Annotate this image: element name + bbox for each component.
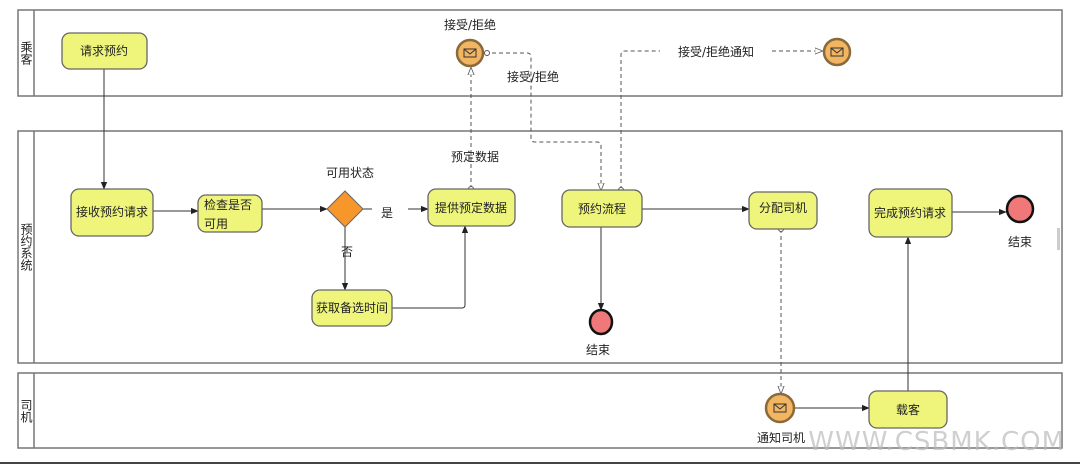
edge-label: 预定数据 — [451, 149, 499, 164]
task-label: 检查是否 — [204, 197, 252, 212]
lane-label: 预约系统 — [19, 223, 33, 271]
gateway-yes-label: 是 — [381, 206, 393, 220]
edges — [100, 50, 1007, 412]
task-label: 可用 — [204, 217, 228, 231]
watermark: WWW.CSBMK.COM — [808, 427, 1065, 457]
gateway-availability[interactable] — [326, 190, 364, 228]
task-label: 预约流程 — [578, 201, 626, 216]
task-pickup[interactable]: 载客 — [868, 390, 948, 429]
task-label: 提供预定数据 — [435, 200, 507, 215]
edge-label: 接受/拒绝 — [507, 69, 559, 84]
lane-label: 司机 — [19, 399, 33, 423]
message-event-accept-reject[interactable] — [455, 38, 485, 68]
msg-process-notice — [620, 50, 660, 190]
gateway-label: 可用状态 — [326, 166, 374, 180]
event-label: 结束 — [586, 343, 610, 357]
lane-passenger: 乘客 — [17, 9, 1063, 97]
task-label: 分配司机 — [759, 201, 807, 215]
flow-alt-provide — [392, 225, 469, 309]
task-request-booking[interactable]: 请求预约 — [61, 32, 148, 70]
message-event-notify-driver[interactable] — [764, 392, 796, 424]
task-check-availability[interactable]: 检查是否 可用 — [197, 194, 263, 233]
lane-driver: 司机 — [17, 372, 1063, 449]
msg-passenger-process — [485, 52, 601, 190]
task-label: 载客 — [896, 402, 920, 417]
task-assign-driver[interactable]: 分配司机 — [748, 191, 818, 230]
task-label: 请求预约 — [80, 43, 128, 58]
edge-label: 接受/拒绝通知 — [678, 44, 754, 59]
gateway-no-label: 否 — [341, 245, 353, 259]
task-label: 接收预约请求 — [76, 204, 148, 219]
end-event-1[interactable] — [1005, 194, 1035, 224]
lane-label: 乘客 — [19, 41, 33, 66]
event-label: 结束 — [1008, 235, 1032, 249]
task-label: 完成预约请求 — [874, 205, 946, 220]
task-provide-data[interactable]: 提供预定数据 — [427, 188, 516, 227]
task-complete-request[interactable]: 完成预约请求 — [868, 188, 953, 238]
event-label: 通知司机 — [757, 431, 805, 445]
edge-label: 接受/拒绝 — [444, 17, 496, 32]
end-event-2[interactable] — [588, 308, 614, 336]
message-event-notice[interactable] — [822, 37, 852, 67]
task-label: 获取备选时间 — [316, 301, 388, 315]
lane-booking-system: 预约系统 — [17, 130, 1063, 364]
task-alt-time[interactable]: 获取备选时间 — [311, 289, 393, 327]
scrollbar[interactable] — [1057, 228, 1060, 250]
task-receive-request[interactable]: 接收预约请求 — [70, 188, 154, 237]
task-booking-process[interactable]: 预约流程 — [561, 189, 643, 228]
